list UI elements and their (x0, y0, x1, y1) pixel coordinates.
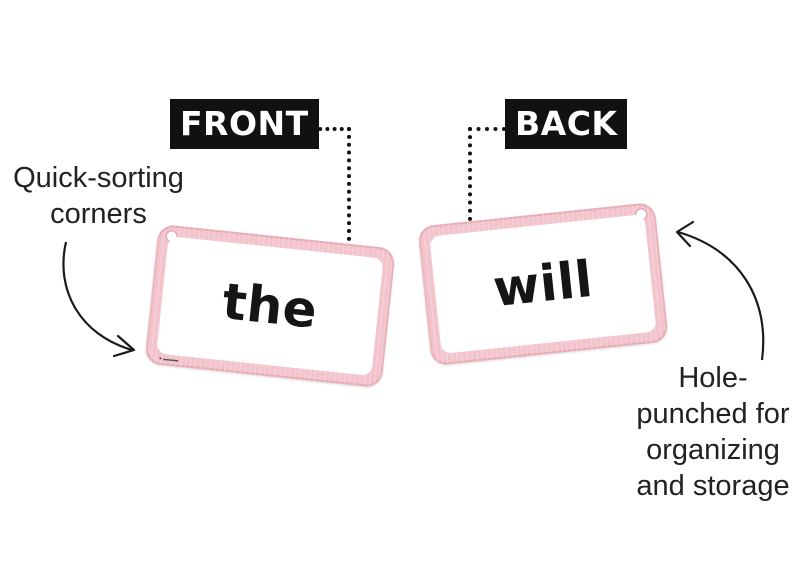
left-arrow-icon (62, 241, 133, 352)
front-leader-vertical (347, 127, 351, 241)
callout-line: Quick-sorting (13, 162, 184, 194)
front-label: FRONT (170, 99, 319, 149)
callout-line: and storage (636, 470, 790, 502)
front-leader-horizontal (311, 127, 351, 131)
right-arrow-icon (677, 230, 765, 361)
callout-line: organizing (646, 434, 780, 466)
right-arrowhead-icon (675, 220, 695, 248)
callout-line: punched for (636, 398, 790, 430)
left-arrowhead-icon (112, 334, 136, 358)
callout-line: Hole- (678, 362, 748, 394)
back-label: BACK (505, 99, 628, 149)
hole-punched-callout: Hole- punched for organizing and storage (628, 360, 798, 504)
callout-line: corners (50, 198, 147, 230)
quick-sorting-callout: Quick-sorting corners (6, 160, 191, 232)
back-leader-vertical (468, 127, 472, 221)
back-leader-horizontal (468, 127, 506, 131)
